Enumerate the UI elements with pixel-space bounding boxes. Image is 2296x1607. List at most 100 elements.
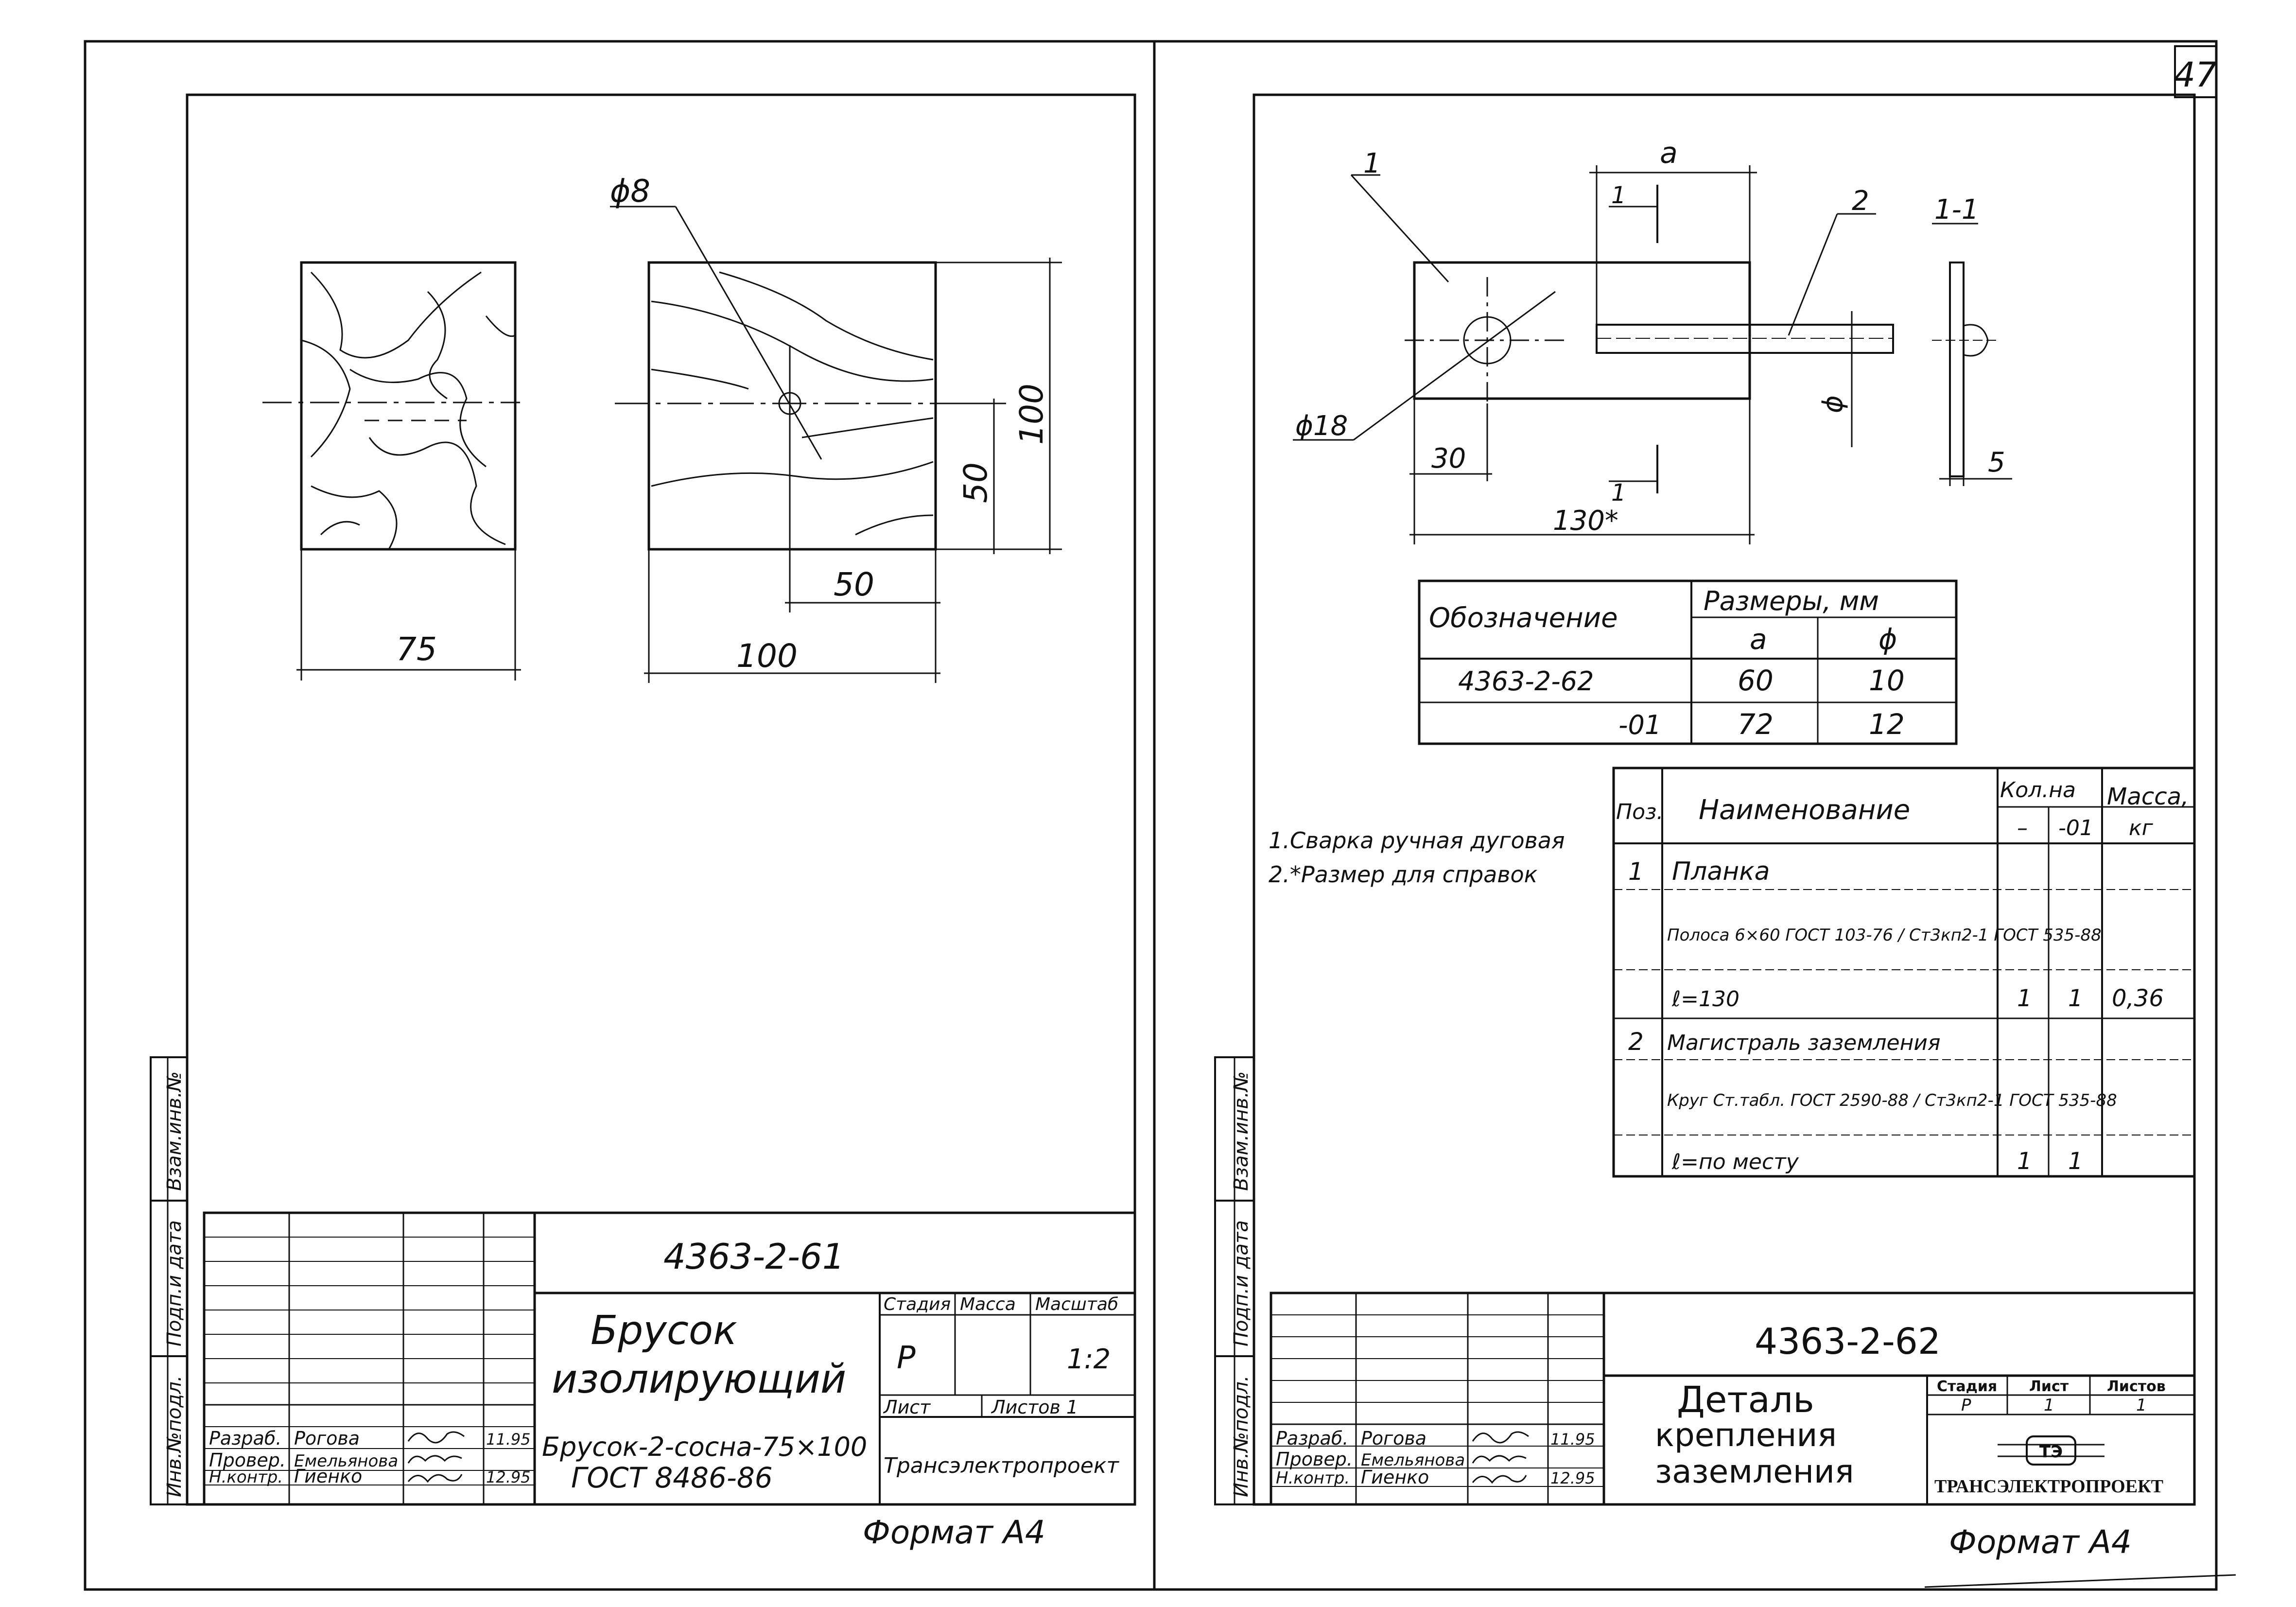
right-doc-number: 4363-2-62 [1755, 1321, 1941, 1362]
left-sheets-label: Листов 1 [991, 1397, 1078, 1418]
dim-a-label: a [1660, 136, 1678, 170]
spec-row-q2: 1 [2068, 985, 2083, 1012]
left-stage-header: Стадия [884, 1294, 951, 1314]
spec-row-q1: 1 [2017, 1148, 2032, 1175]
dim-100-vertical-label: 100 [1013, 384, 1050, 445]
spec-col-pos: Поз. [1616, 800, 1663, 824]
section-mark-bottom: 1 [1611, 479, 1626, 507]
left-handwritten-signatures [407, 1431, 465, 1483]
spec-row-q2: 1 [2068, 1148, 2083, 1175]
left-stamp-inv-label: Инв.№подл. [163, 1375, 186, 1497]
left-stamp-sign-label: Подп.и дата [163, 1220, 186, 1346]
left-sheet-label: Лист [883, 1397, 931, 1418]
size-table-sub-phi: ϕ [1879, 623, 1897, 656]
spec-row-pos: 1 [1628, 857, 1644, 886]
right-sheets-header: Листов [2107, 1378, 2166, 1395]
trans-logo [1998, 1435, 2105, 1466]
section-mark-top: 1 [1611, 182, 1626, 209]
right-sig-name: Рогова [1361, 1428, 1426, 1449]
right-sig-name: Гиенко [1361, 1467, 1429, 1488]
spec-row-name: ℓ=по месту [1671, 1150, 1799, 1174]
spec-row-name: Круг Ст.табл. ГОСТ 2590-88 / Ст3кп2-1 ГО… [1667, 1091, 2117, 1110]
dim-5-label: 5 [1988, 447, 2005, 478]
note-1: 1.Сварка ручная дуговая [1269, 827, 1565, 854]
right-sheet-header: Лист [2029, 1378, 2069, 1395]
right-stage-value: Р [1961, 1396, 1971, 1415]
left-sig-date: 12.95 [486, 1468, 531, 1486]
right-title-line3: заземления [1655, 1453, 1854, 1490]
spec-row-q1: 1 [2017, 985, 2032, 1012]
size-table-a: 60 [1738, 664, 1774, 697]
right-sig-role: Н.контр. [1276, 1468, 1350, 1488]
size-table-col-sizes: Размеры, мм [1704, 586, 1879, 616]
left-side-stamp [150, 1056, 188, 1505]
spec-row-mass: 0,36 [2112, 985, 2164, 1012]
right-sheet-outer-border [1153, 40, 2218, 1591]
dim-50-horizontal-label: 50 [834, 566, 874, 603]
spec-table-grid [1612, 767, 2196, 1178]
left-scale-value: 1:2 [1067, 1344, 1111, 1375]
edge-mark [1924, 1574, 2236, 1588]
spec-row-name: ℓ=130 [1671, 987, 1739, 1012]
spec-row-pos: 2 [1628, 1028, 1644, 1056]
left-stamp-replace-label: Взам.инв.№ [163, 1071, 186, 1191]
section-1-1-label: 1-1 [1934, 194, 1979, 226]
dim-50-vertical-label: 50 [957, 462, 994, 503]
spec-col-mass: Масса, [2107, 783, 2189, 810]
spec-row-name: Магистраль заземления [1667, 1031, 1940, 1055]
size-table-phi: 10 [1869, 664, 1905, 697]
trans-logo-letters: ТЭ [2039, 1442, 2063, 1462]
right-stamp-replace-label: Взам.инв.№ [1230, 1071, 1252, 1191]
callout-2: 2 [1852, 185, 1869, 217]
left-sig-name: Гиенко [294, 1466, 362, 1487]
dimension-50-vertical [936, 399, 1006, 554]
dim-100-horizontal-label: 100 [736, 637, 798, 675]
right-side-stamp [1214, 1056, 1255, 1505]
left-title-line1: Брусок [591, 1308, 737, 1354]
grounding-plate-drawing [1293, 165, 2012, 544]
left-title-line2: изолирующий [552, 1356, 846, 1402]
size-table-phi: 12 [1869, 708, 1905, 741]
size-table-designation: -01 [1618, 710, 1661, 740]
left-mass-header: Масса [960, 1294, 1016, 1314]
spec-row-name: Планка [1672, 857, 1770, 886]
right-sheets-value: 1 [2136, 1396, 2147, 1415]
dimension-100-vertical [936, 258, 1062, 554]
left-title-block-grid [203, 1211, 1136, 1506]
wood-block-cross-section [262, 261, 520, 551]
left-sig-role: Н.контр. [209, 1467, 283, 1487]
dim-130-label: 130* [1553, 505, 1618, 537]
dimension-50-horizontal [785, 457, 940, 612]
right-title-line2: крепления [1655, 1416, 1837, 1454]
left-stage-value: Р [897, 1340, 916, 1376]
right-sig-role: Разраб. [1276, 1428, 1348, 1449]
spec-row-name: Полоса 6×60 ГОСТ 103-76 / Ст3кп2-1 ГОСТ … [1667, 926, 2102, 945]
right-sig-name: Емельянова [1361, 1450, 1465, 1470]
size-table-col-designation: Обозначение [1429, 602, 1618, 634]
dim-75-label: 75 [396, 630, 437, 668]
left-doc-number: 4363-2-61 [663, 1236, 845, 1277]
spec-col-qty-sub2: -01 [2058, 816, 2093, 840]
left-material-line2: ГОСТ 8486-86 [571, 1461, 773, 1494]
right-sheet-value: 1 [2044, 1396, 2054, 1415]
left-sig-role: Провер. [209, 1450, 286, 1471]
dim-phi-label: ϕ [1817, 395, 1849, 413]
right-stage-header: Стадия [1937, 1378, 1997, 1395]
left-format-label: Формат А4 [863, 1514, 1045, 1551]
left-sig-name: Рогова [294, 1428, 360, 1449]
size-table-a: 72 [1738, 708, 1774, 741]
right-sig-role: Провер. [1276, 1449, 1353, 1470]
page-number: 47 [2174, 55, 2217, 95]
callout-1: 1 [1363, 148, 1381, 179]
right-title-block-grid [1270, 1292, 2196, 1506]
right-handwritten-signatures [1472, 1431, 1529, 1484]
hole-dim-label: ϕ8 [610, 174, 650, 210]
wood-block-side-view [610, 206, 940, 551]
spec-col-qty: Кол.на [2000, 778, 2076, 803]
spec-col-qty-sub1: – [2017, 816, 2028, 840]
right-sig-date: 12.95 [1550, 1469, 1595, 1487]
size-table-designation: 4363-2-62 [1458, 666, 1594, 697]
left-material-line1: Брусок-2-сосна-75×100 [542, 1432, 867, 1462]
size-table-sub-a: a [1750, 623, 1767, 656]
